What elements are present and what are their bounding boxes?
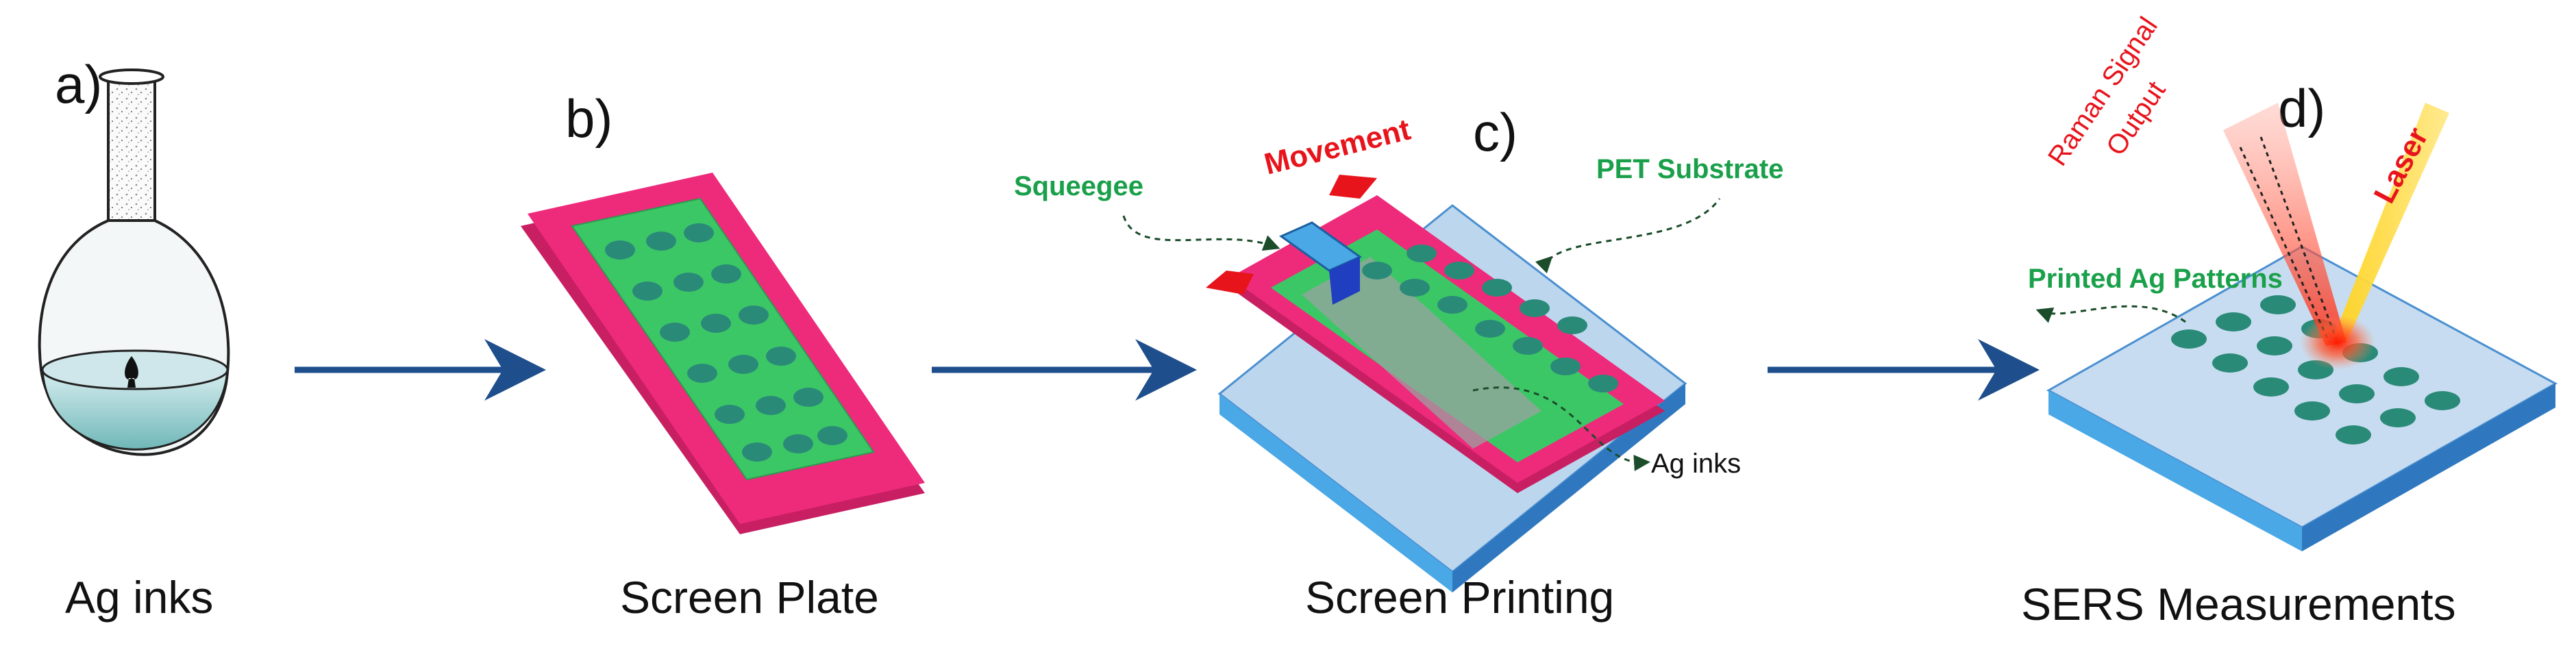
panel-c: c): [1014, 102, 1783, 623]
laser-beam-icon: [2223, 103, 2449, 370]
panel-b: b) Screen Plate: [521, 88, 925, 623]
screen-plate-icon: [521, 173, 925, 534]
panel-a: a) Ag inks: [38, 54, 230, 623]
movement-arrow-icon: [1206, 271, 1254, 295]
panel-c-caption: Screen Printing: [1305, 572, 1614, 623]
flask-icon: [38, 68, 230, 456]
panel-d: d) Printed Ag Patterns Raman Sig: [2021, 12, 2558, 629]
squeegee-pointer: [1122, 215, 1280, 251]
panel-c-letter: c): [1473, 102, 1518, 162]
squeegee-icon: [1278, 221, 1363, 305]
pet-pointer: [1535, 198, 1721, 274]
pet-substrate-label: PET Substrate: [1596, 154, 1783, 184]
panel-a-caption: Ag inks: [65, 572, 213, 623]
screen-frame: [1230, 195, 1665, 493]
squeegee-label: Squeegee: [1014, 171, 1143, 201]
ag-inks-label: Ag inks: [1651, 449, 1741, 479]
panel-a-letter: a): [55, 54, 102, 114]
panel-b-caption: Screen Plate: [620, 572, 879, 623]
printed-patterns-label: Printed Ag Patterns: [2028, 264, 2283, 294]
panel-b-letter: b): [565, 88, 612, 149]
movement-label: Movement: [1261, 112, 1414, 181]
panel-d-letter: d): [2278, 78, 2325, 138]
panel-d-caption: SERS Measurements: [2021, 579, 2456, 629]
movement-arrow-icon: [1329, 175, 1377, 199]
patterns-pointer: [2035, 305, 2186, 323]
